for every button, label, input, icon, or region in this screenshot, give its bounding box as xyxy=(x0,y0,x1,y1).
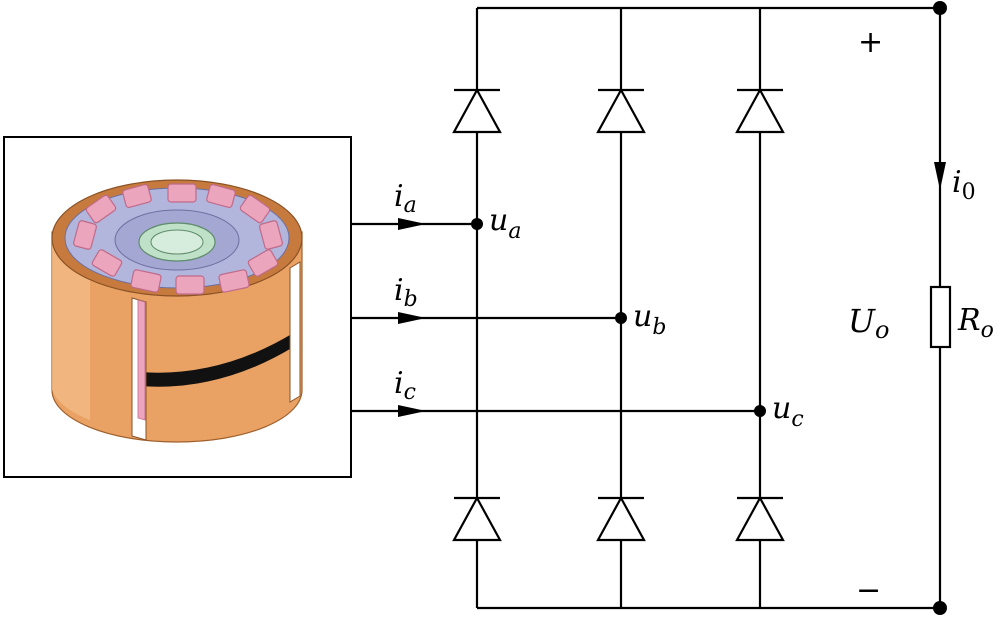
resistor-label: Ro xyxy=(957,303,994,343)
output-current-arrow xyxy=(934,162,946,190)
coil-ring xyxy=(73,183,283,295)
voltage-a-label: ua xyxy=(489,203,521,244)
plus-sign: + xyxy=(858,25,883,60)
resistor xyxy=(929,285,952,349)
phase-b-line xyxy=(351,312,621,324)
current-b-label: ib xyxy=(394,273,418,312)
minus-sign: − xyxy=(856,573,881,608)
housing-shadow xyxy=(52,232,90,420)
voltage-b-label: ub xyxy=(633,299,666,340)
current-a-label: ia xyxy=(394,179,417,218)
phase-b-arrow xyxy=(398,312,426,324)
node-c xyxy=(754,405,766,417)
node-a xyxy=(471,218,483,230)
output-current-label: i0 xyxy=(952,165,976,205)
generator-icon xyxy=(51,179,303,443)
cutaway-coil xyxy=(137,299,146,421)
node-b xyxy=(615,312,627,324)
diode-upper-a xyxy=(452,87,502,134)
black-band xyxy=(140,332,295,387)
phase-c-line xyxy=(351,405,760,417)
phase-a-line xyxy=(351,218,477,230)
output-voltage-label: Uo xyxy=(848,302,889,344)
terminal-bottom xyxy=(933,601,947,615)
diode-upper-c xyxy=(735,87,785,134)
hub-inner xyxy=(150,229,204,255)
diode-lower-c xyxy=(735,495,785,542)
phase-a-arrow xyxy=(398,218,426,230)
current-c-label: ic xyxy=(394,366,416,405)
diode-lower-b xyxy=(596,495,646,542)
phase-c-arrow xyxy=(398,405,426,417)
terminal-top xyxy=(933,1,947,15)
voltage-c-label: uc xyxy=(772,391,804,432)
diode-lower-a xyxy=(452,495,502,542)
cutaway-slot-right xyxy=(289,261,301,403)
diode-upper-b xyxy=(596,87,646,134)
